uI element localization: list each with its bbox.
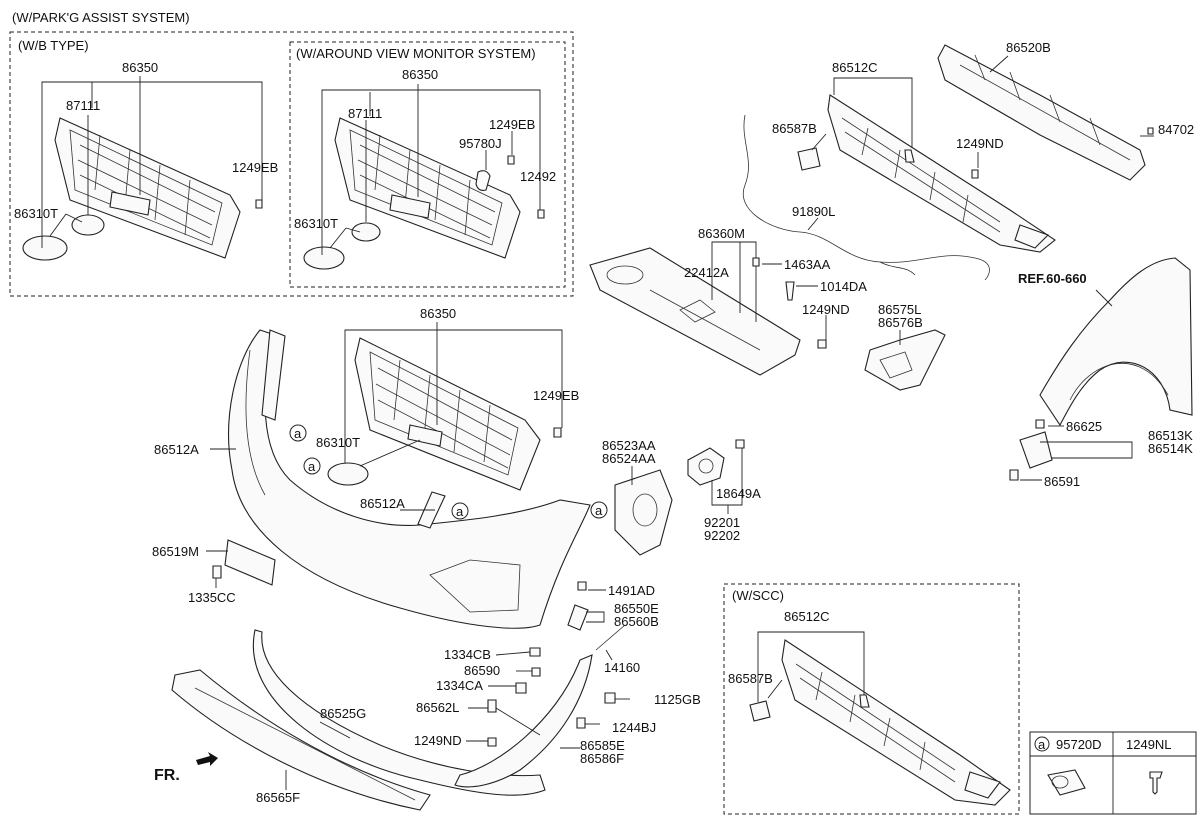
label-86560b: 86560B (614, 614, 659, 629)
label-86576b: 86576B (878, 315, 923, 330)
callout-a-3 (451, 502, 469, 520)
legend-a-label: a (1038, 737, 1046, 752)
label-86350-b: 86350 (402, 67, 438, 82)
label-95780j: 95780J (459, 136, 502, 151)
label-86512c-b: 86512C (784, 609, 830, 624)
label-87111-b: 87111 (348, 106, 382, 121)
label-86360m: 86360M (698, 226, 745, 241)
label-86587b-a: 86587B (772, 121, 817, 136)
section-title-wb-type: (W/B TYPE) (18, 38, 89, 53)
skid-plate-86565f (171, 669, 431, 811)
radiator-grille-86350 (327, 337, 562, 491)
label-1334cb: 1334CB (444, 647, 491, 662)
fog-lamp-92201 (687, 439, 745, 486)
fender-ref (1039, 257, 1193, 427)
label-18649a: 18649A (716, 486, 761, 501)
label-86350-a: 86350 (122, 60, 158, 75)
label-86513k: 86513K (1148, 428, 1193, 443)
label-1249eb-a: 1249EB (232, 160, 278, 175)
park-assist-box (9, 31, 574, 297)
label-92202: 92202 (704, 528, 740, 543)
label-86562l: 86562L (416, 700, 459, 715)
scc-box (723, 583, 1020, 815)
section-title-park-assist: (W/PARK'G ASSIST SYSTEM) (12, 10, 190, 25)
label-12492: 12492 (520, 169, 556, 184)
legend-table: a 95720D 1249NL (1029, 731, 1197, 815)
callout-a-1 (289, 424, 307, 442)
grille-avm (303, 117, 545, 270)
legend-95720d: 95720D (1056, 737, 1102, 752)
label-86512c-a: 86512C (832, 60, 878, 75)
front-bumper-cover (228, 329, 591, 629)
label-86350-c: 86350 (420, 306, 456, 321)
label-1249eb-b: 1249EB (489, 117, 535, 132)
callout-a-1-label: a (294, 426, 302, 441)
label-86550e: 86550E (614, 601, 659, 616)
bracket-86575l (864, 329, 946, 391)
front-arrow-icon (196, 752, 218, 766)
label-1463aa: 1463AA (784, 257, 831, 272)
label-86514k: 86514K (1148, 441, 1193, 456)
label-1125gb: 1125GB (654, 692, 701, 707)
label-fr: FR. (154, 767, 180, 784)
label-86575l: 86575L (878, 302, 921, 317)
label-87111-a: 87111 (66, 98, 100, 113)
label-22412a: 22412A (684, 265, 729, 280)
label-1491ad: 1491AD (608, 583, 655, 598)
label-86519m: 86519M (152, 544, 199, 559)
label-86587b-b: 86587B (728, 671, 773, 686)
lower-lip-86525g (252, 629, 546, 796)
label-86310t-b: 86310T (294, 216, 338, 231)
avm-box (289, 41, 566, 288)
label-86523aa: 86523AA (602, 438, 656, 453)
label-ref: REF.60-660 (1018, 271, 1087, 286)
callout-a-4-label: a (595, 503, 603, 518)
license-bracket-86519m (212, 539, 276, 586)
side-bracket-86585e (454, 581, 626, 788)
callout-a-3-label: a (456, 504, 464, 519)
sensor-icon (1047, 769, 1086, 796)
label-1244bj: 1244BJ (612, 720, 656, 735)
label-14160: 14160 (604, 660, 640, 675)
section-title-scc: (W/SCC) (732, 588, 784, 603)
label-84702: 84702 (1158, 122, 1194, 137)
label-92201: 92201 (704, 515, 740, 530)
label-86512a-a: 86512A (154, 442, 199, 457)
label-86310t-c: 86310T (316, 435, 360, 450)
sensor-assembly-86513k (1009, 419, 1053, 481)
label-86525g: 86525G (320, 706, 366, 721)
wiring-harness-91890l (742, 114, 990, 281)
callout-a-4 (590, 501, 608, 519)
label-86520b: 86520B (1006, 40, 1051, 55)
label-86586f: 86586F (580, 751, 624, 766)
label-1249nd-c: 1249ND (414, 733, 462, 748)
callout-a-2 (303, 457, 321, 475)
label-1249nd-a: 1249ND (956, 136, 1004, 151)
lower-grille-86512c (797, 94, 1056, 253)
label-86512a-b: 86512A (360, 496, 405, 511)
label-86524aa: 86524AA (602, 451, 656, 466)
label-86565f: 86565F (256, 790, 300, 805)
label-91890l: 91890L (792, 204, 835, 219)
label-1249nd-b: 1249ND (802, 302, 850, 317)
screw-icon (1149, 771, 1163, 795)
label-1334ca: 1334CA (436, 678, 483, 693)
label-86591: 86591 (1044, 474, 1080, 489)
upper-cover-86360m (589, 247, 801, 376)
label-1249eb-c: 1249EB (533, 388, 579, 403)
label-86310t-a: 86310T (14, 206, 58, 221)
grille-wb-type (22, 117, 263, 261)
label-86625: 86625 (1066, 419, 1102, 434)
label-86590: 86590 (464, 663, 500, 678)
label-1335cc: 1335CC (188, 590, 236, 605)
energy-absorber-86520b (937, 44, 1154, 181)
lower-grille-scc (749, 639, 1011, 806)
callout-a-2-label: a (308, 459, 316, 474)
section-title-avm: (W/AROUND VIEW MONITOR SYSTEM) (296, 46, 536, 61)
label-1014da: 1014DA (820, 279, 867, 294)
fog-lamp-bracket (614, 469, 673, 556)
label-86585e: 86585E (580, 738, 625, 753)
legend-1249nl: 1249NL (1126, 737, 1172, 752)
